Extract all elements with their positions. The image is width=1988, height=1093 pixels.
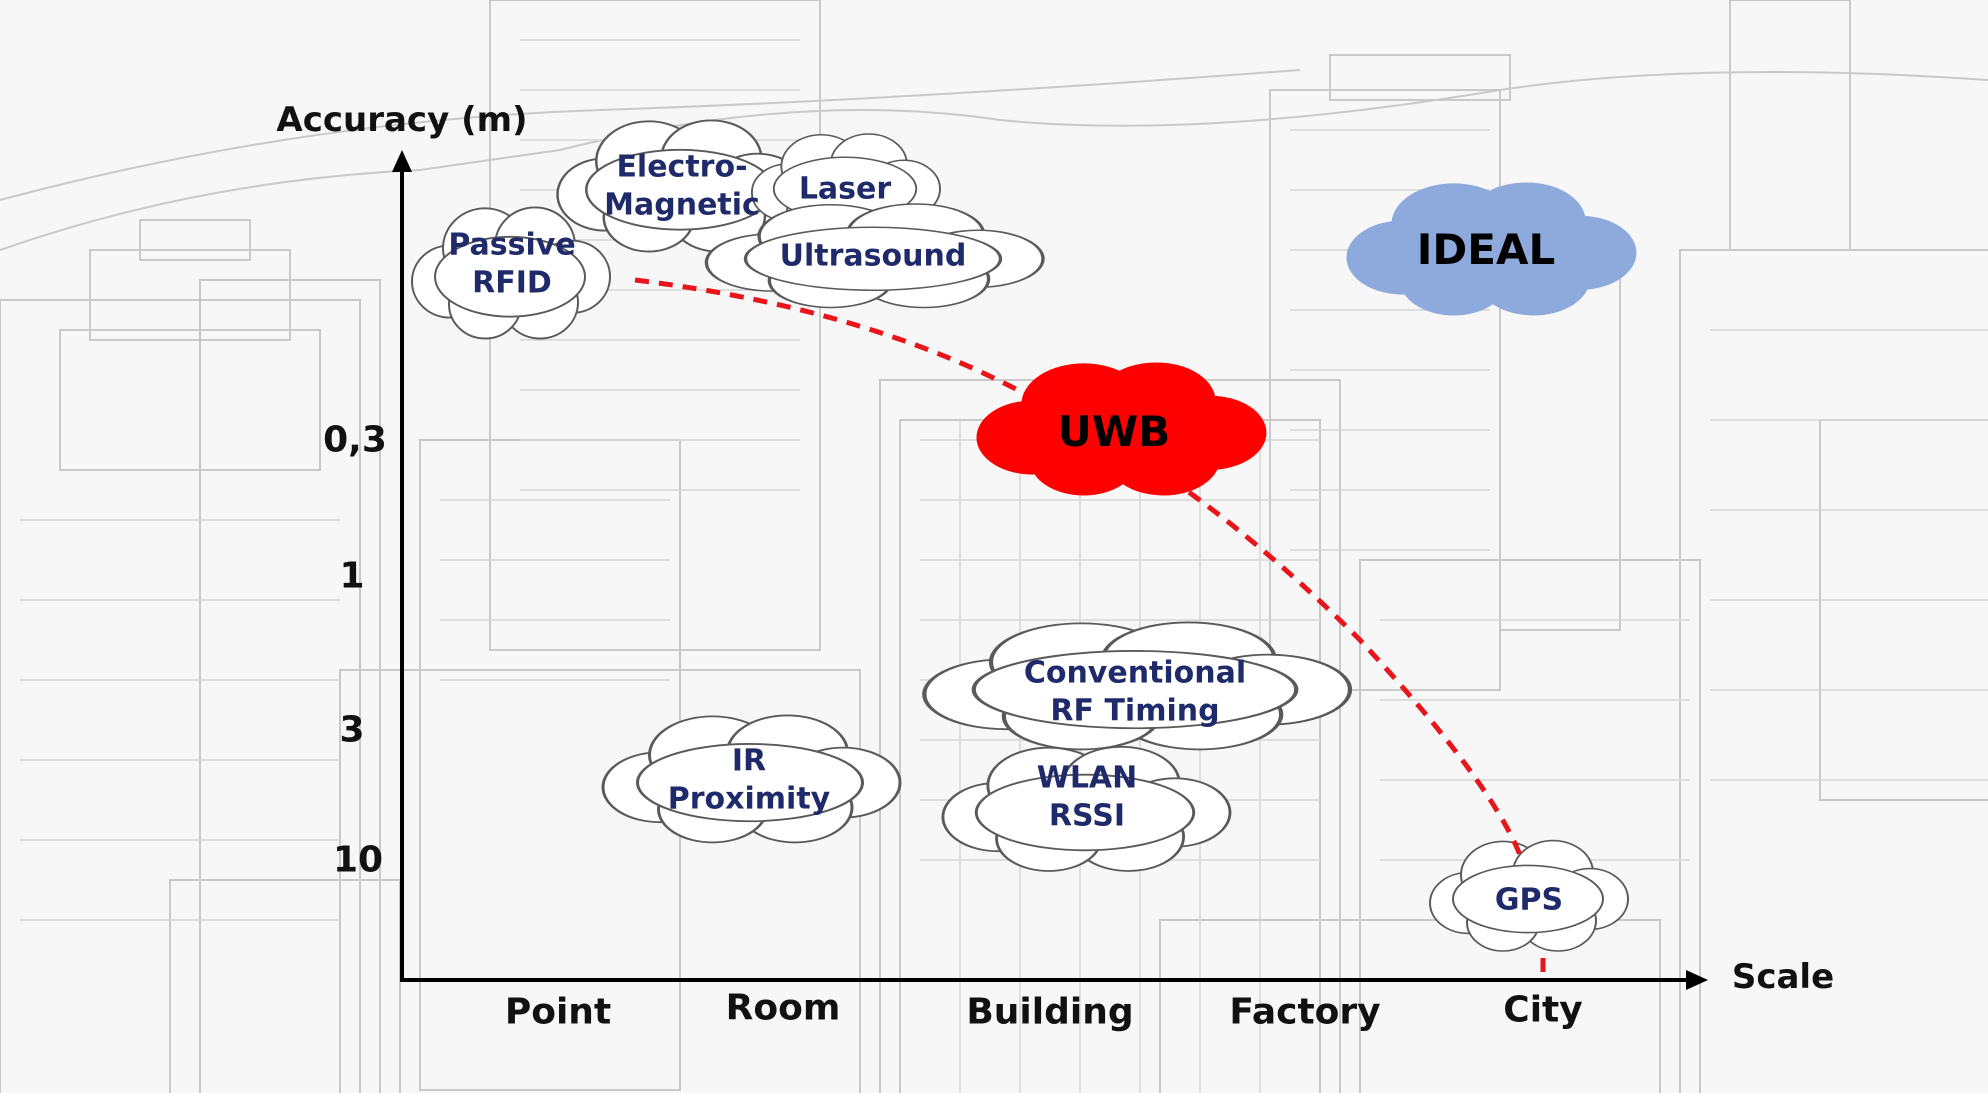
- y-axis-title: Accuracy (m): [276, 100, 528, 140]
- axes: [392, 150, 1708, 990]
- x-tick-label: Building: [966, 991, 1134, 1033]
- label-electromagnetic: Electro-Magnetic: [604, 149, 760, 223]
- x-tick-label: Room: [725, 987, 841, 1029]
- label-uwb: UWB: [1057, 406, 1171, 456]
- label-gps: GPS: [1494, 882, 1564, 918]
- x-axis-title: Scale: [1731, 957, 1835, 997]
- x-tick-label: Point: [504, 991, 612, 1033]
- x-tick-label: Factory: [1229, 991, 1381, 1033]
- y-tick-label: 3: [339, 709, 365, 751]
- y-tick-label: 10: [332, 839, 384, 881]
- label-ultrasound: Ultrasound: [779, 238, 967, 274]
- y-tick-label: 0,3: [323, 419, 387, 461]
- label-laser: Laser: [798, 171, 892, 207]
- label-ideal: IDEAL: [1416, 224, 1556, 274]
- y-tick-label: 1: [339, 555, 365, 597]
- x-tick-label: City: [1503, 989, 1583, 1031]
